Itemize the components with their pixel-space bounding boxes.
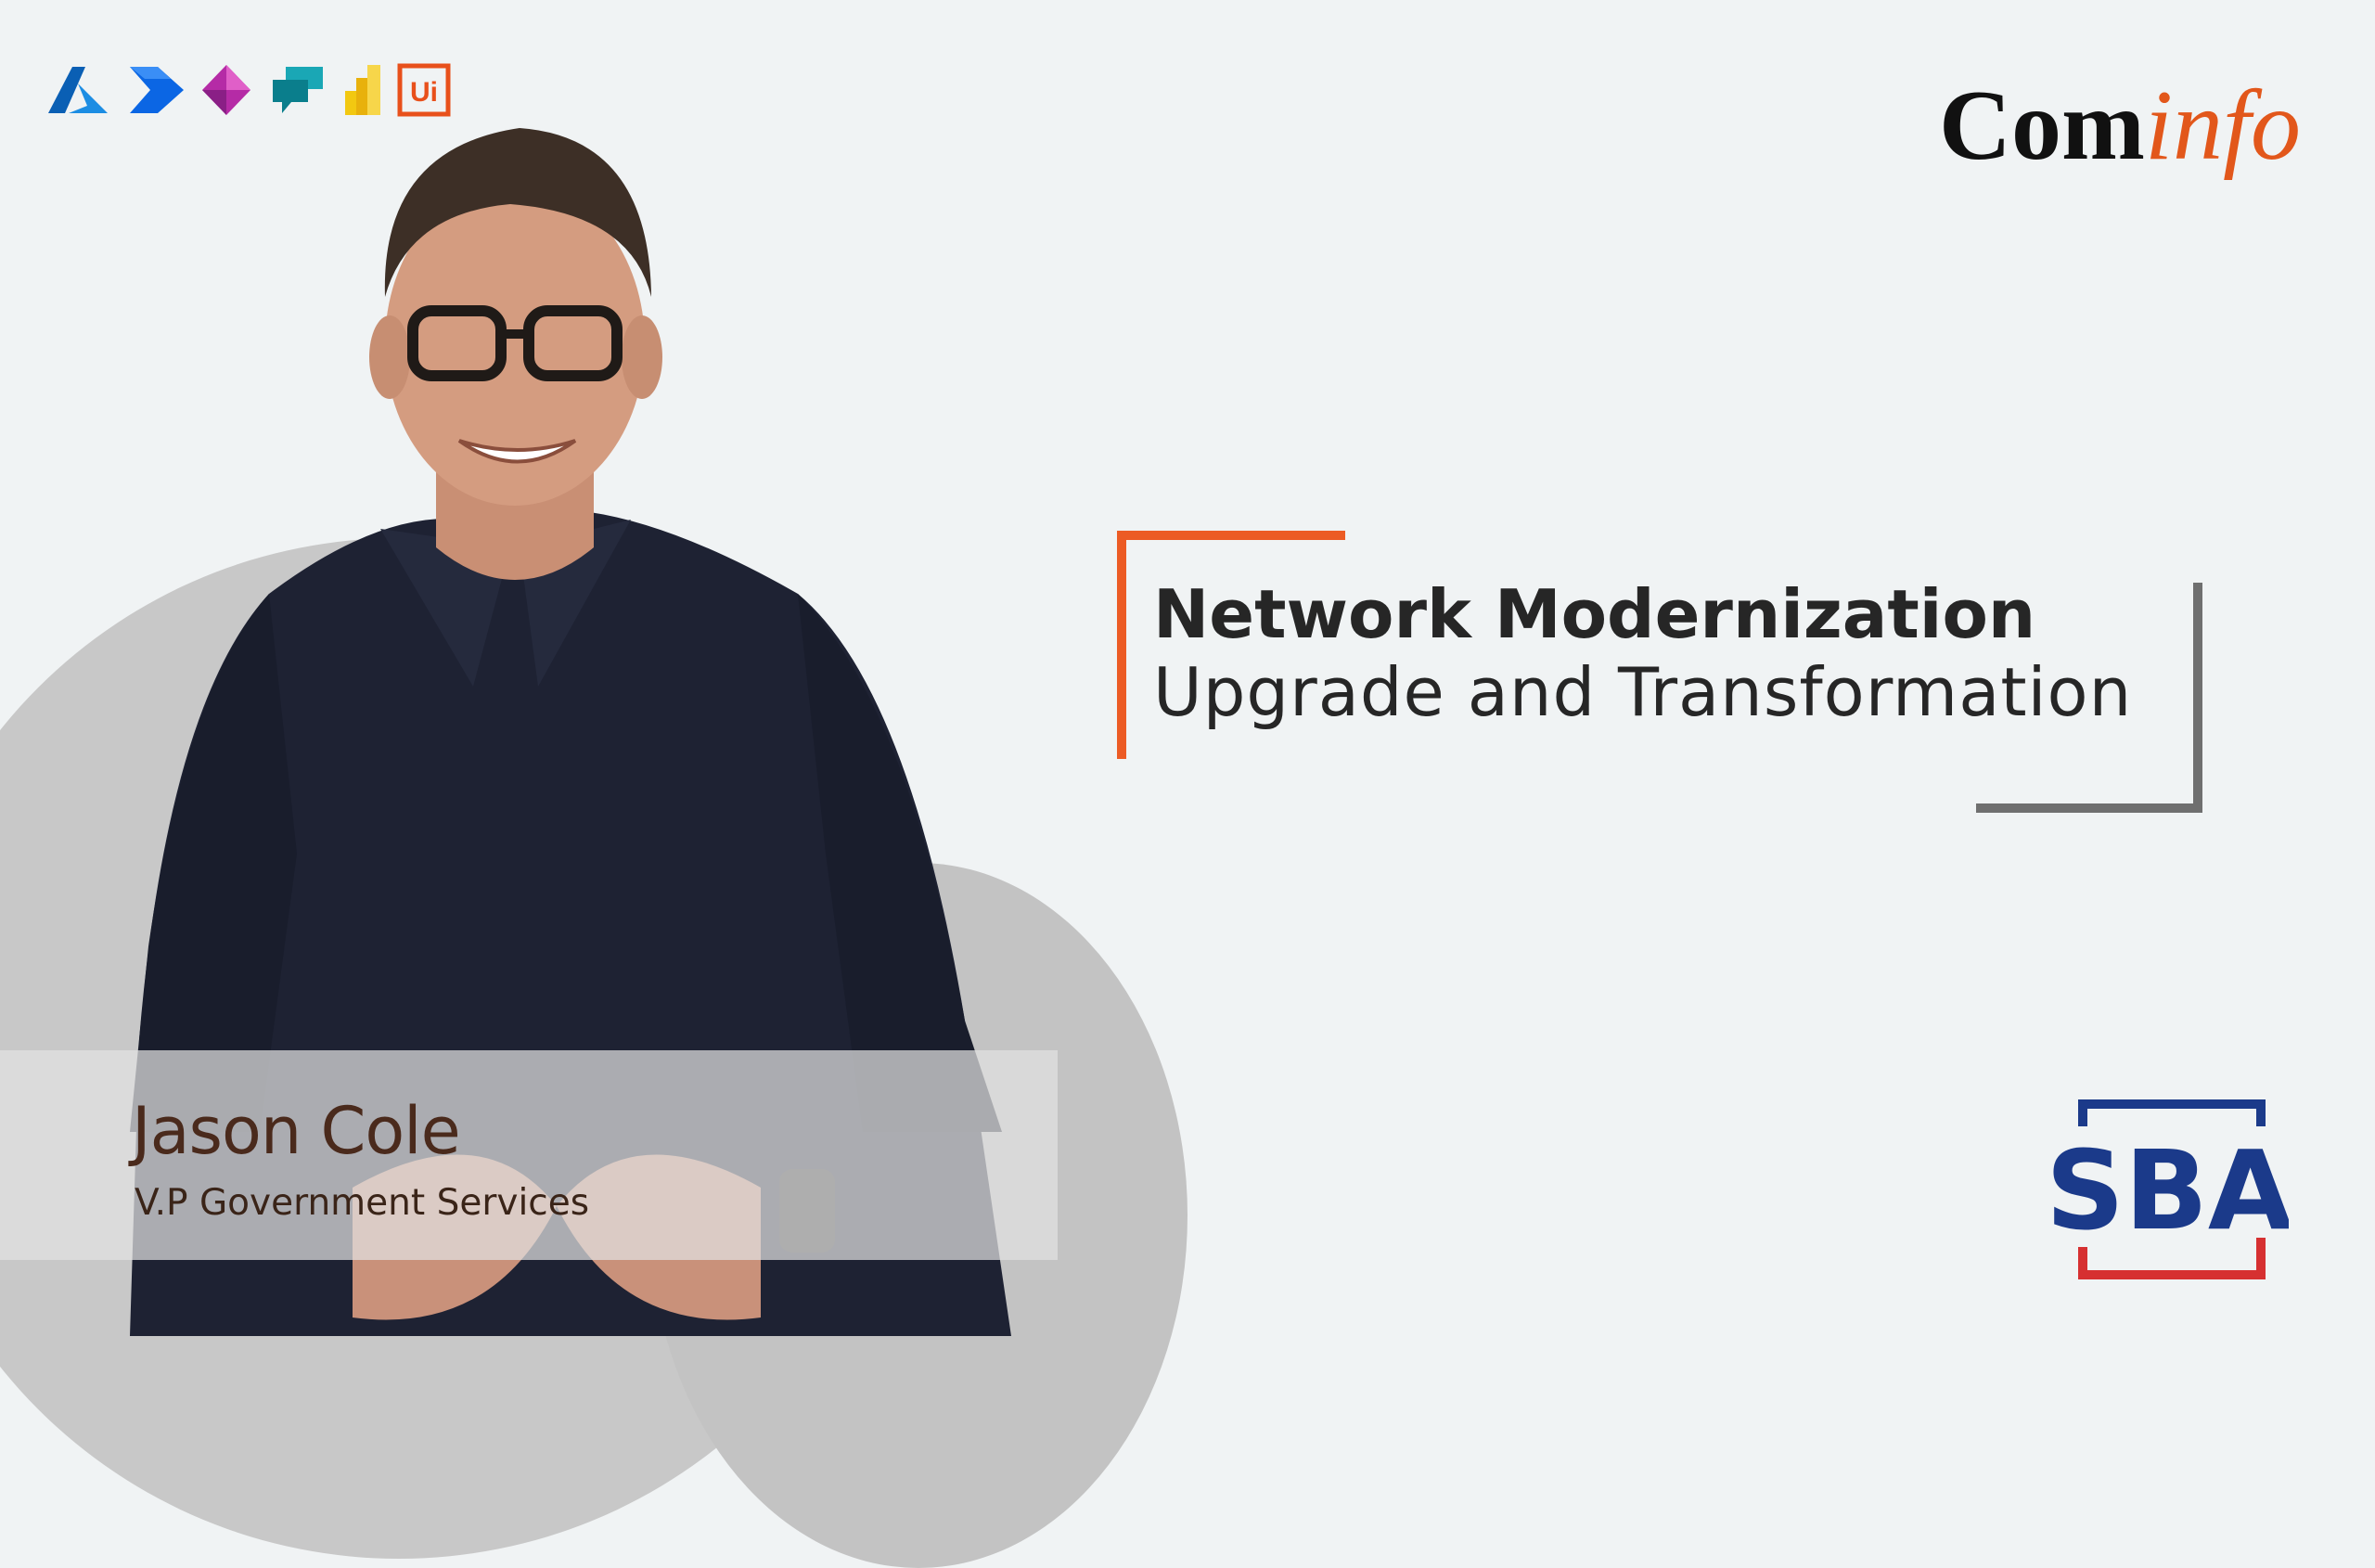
speaker-role: V.P Government Services xyxy=(135,1182,590,1224)
title-frame-bottom xyxy=(1976,803,2202,813)
power-automate-icon xyxy=(130,67,184,113)
sba-logo-text: SBA xyxy=(2046,1126,2289,1254)
svg-text:Ui: Ui xyxy=(410,77,438,108)
azure-icon xyxy=(48,67,108,113)
uipath-icon: Ui xyxy=(397,63,451,117)
brand-logo: Cominfo xyxy=(1939,76,2301,176)
power-virtual-agents-icon xyxy=(273,67,323,113)
title-frame-left xyxy=(1117,531,1126,759)
power-bi-icon xyxy=(345,65,380,115)
title-frame-right xyxy=(2193,583,2202,813)
video-subtitle: Upgrade and Transformation xyxy=(1153,653,2133,731)
speaker-name: Jason Cole xyxy=(132,1093,461,1169)
title-frame-top xyxy=(1117,531,1345,540)
brand-logo-primary: Com xyxy=(1939,71,2145,181)
sba-logo: SBA xyxy=(2046,1099,2289,1279)
brand-logo-accent: info xyxy=(2144,71,2301,181)
lower-third-band xyxy=(0,1050,1058,1260)
power-apps-icon xyxy=(202,65,250,115)
video-title: Network Modernization xyxy=(1153,575,2036,653)
presenter-photo xyxy=(130,128,1011,1336)
